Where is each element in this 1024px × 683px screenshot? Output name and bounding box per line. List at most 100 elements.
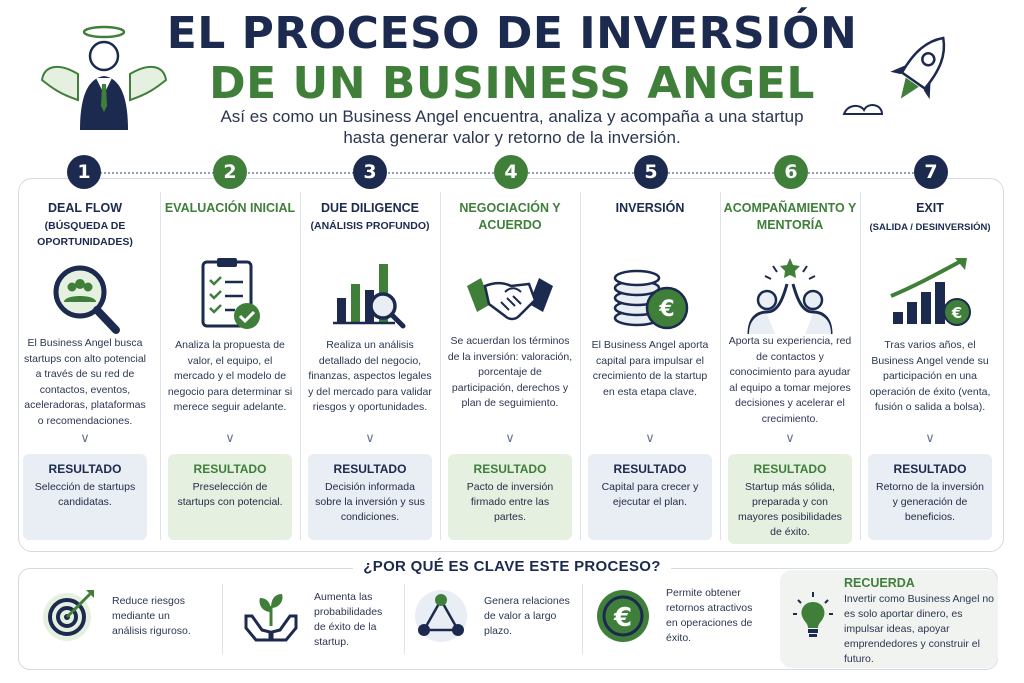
step-title: EVALUACIÓN INICIAL (164, 201, 296, 215)
step-number-5: 5 (634, 155, 668, 189)
step-result: RESULTADO Startup más sólida, preparada … (728, 454, 852, 544)
euro-coin-icon: € (597, 590, 649, 642)
angel-icon (40, 25, 168, 130)
benefit-text: Permite obtener retornos atractivos en o… (666, 587, 753, 644)
column-divider (300, 192, 301, 540)
magnifier-people-icon (53, 265, 120, 334)
result-text: Preselección de startups con potencial. (177, 481, 283, 508)
chevron-down-icon: ∨ (225, 430, 235, 445)
bar-chart-magnifier-icon (333, 264, 406, 329)
result-text: Startup más sólida, preparada y con mayo… (738, 481, 842, 538)
step-card-2: EVALUACIÓN INICIAL Analiza la propuesta … (160, 178, 300, 552)
step-number-7: 7 (914, 155, 948, 189)
step-title: DUE DILIGENCE (321, 201, 419, 215)
benefit-1: Reduce riesgos mediante un análisis rigu… (40, 580, 191, 660)
step-title: INVERSIÓN (615, 201, 685, 215)
step-card-3: DUE DILIGENCE (ANÁLISIS PROFUNDO) Realiz… (300, 178, 440, 552)
result-text: Pacto de inversión firmado entre las par… (466, 481, 554, 523)
why-title-text: ¿POR QUÉ ES CLAVE ESTE PROCESO? (353, 558, 671, 575)
column-divider (160, 192, 161, 540)
step-card-6: ACOMPAÑAMIENTO Y MENTORÍA Aporta su expe… (720, 178, 860, 552)
benefit-3: Genera relaciones de valor a largo plazo… (412, 580, 577, 660)
step-number-2: 2 (213, 155, 247, 189)
page-title-line1: EL PROCESO DE INVERSIÓN (166, 8, 858, 59)
chevron-down-icon: ∨ (925, 430, 935, 445)
rocket-icon (842, 36, 946, 115)
result-text: Capital para crecer y ejecutar el plan. (601, 481, 699, 508)
result-label: RESULTADO (473, 462, 547, 476)
reminder-title: RECUERDA (844, 576, 915, 590)
growth-chart-euro-icon: € (890, 258, 971, 326)
result-text: Selección de startups candidatas. (34, 481, 136, 508)
result-label: RESULTADO (753, 462, 827, 476)
result-label: RESULTADO (613, 462, 687, 476)
column-divider (720, 192, 721, 540)
benefit-4: € Permite obtener retornos atractivos en… (594, 580, 774, 660)
step-number-6: 6 (774, 155, 808, 189)
step-description: El Business Angel aporta capital para im… (591, 339, 709, 398)
reminder-box: RECUERDA Invertir como Business Angel no… (780, 570, 998, 668)
step-description: Se acuerdan los términos de la inversión… (447, 335, 573, 409)
why-title: ¿POR QUÉ ES CLAVE ESTE PROCESO? (0, 558, 1024, 575)
step-description: Tras varios años, el Business Angel vend… (869, 339, 991, 413)
step-subtitle: (BÚSQUEDA DE OPORTUNIDADES) (37, 220, 133, 248)
benefit-text: Reduce riesgos mediante un análisis rigu… (112, 595, 191, 637)
step-result: RESULTADO Decisión informada sobre la in… (308, 454, 432, 540)
step-title: ACOMPAÑAMIENTO Y MENTORÍA (723, 201, 857, 232)
benefit-divider (404, 584, 405, 654)
reminder-text: Invertir como Business Angel no es solo … (844, 593, 994, 665)
chevron-down-icon: ∨ (365, 430, 375, 445)
step-card-1: DEAL FLOW (BÚSQUEDA DE OPORTUNIDADES) El… (15, 178, 155, 552)
step-result: RESULTADO Selección de startups candidat… (23, 454, 147, 540)
step-title: NEGOCIACIÓN Y ACUERDO (459, 201, 561, 232)
benefit-2: Aumenta las probabilidades de éxito de l… (242, 580, 392, 660)
benefit-divider (222, 584, 223, 654)
svg-text:€: € (613, 603, 632, 633)
step-number-4: 4 (494, 155, 528, 189)
page-title-line2: DE UN BUSINESS ANGEL (209, 58, 815, 109)
benefit-text: Genera relaciones de valor a largo plazo… (484, 595, 570, 637)
network-icon (415, 590, 467, 642)
step-description: Aporta su experiencia, red de contactos … (728, 335, 852, 425)
step-card-5: INVERSIÓN € El Business Angel aporta cap… (580, 178, 720, 552)
benefit-text: Aumenta las probabilidades de éxito de l… (314, 591, 383, 648)
svg-text:€: € (951, 304, 962, 322)
result-label: RESULTADO (193, 462, 267, 476)
step-number-1: 1 (67, 155, 101, 189)
chevron-down-icon: ∨ (80, 430, 90, 445)
step-card-7: EXIT (SALIDA / DESINVERSIÓN) € Tras vari… (860, 178, 1000, 552)
chevron-down-icon: ∨ (505, 430, 515, 445)
lightbulb-icon (793, 592, 833, 637)
plant-hands-icon (244, 594, 298, 642)
result-text: Decisión informada sobre la inversión y … (315, 481, 425, 523)
step-number-3: 3 (353, 155, 387, 189)
handshake-icon (467, 278, 553, 321)
high-five-star-icon (747, 258, 833, 335)
benefit-divider (582, 584, 583, 654)
step-description: Realiza un análisis detallado del negoci… (308, 339, 432, 413)
step-description: El Business Angel busca startups con alt… (24, 337, 146, 427)
step-card-4: NEGOCIACIÓN Y ACUERDO Se acuerdan los té… (440, 178, 580, 552)
result-label: RESULTADO (893, 462, 967, 476)
target-icon (43, 590, 94, 641)
step-description: Analiza la propuesta de valor, el equipo… (167, 339, 293, 413)
chevron-down-icon: ∨ (645, 430, 655, 445)
page-subtitle: Así es como un Business Angel encuentra,… (220, 107, 804, 147)
result-label: RESULTADO (48, 462, 122, 476)
step-result: RESULTADO Retorno de la inversión y gene… (868, 454, 992, 540)
column-divider (440, 192, 441, 540)
checklist-icon (201, 258, 260, 329)
result-label: RESULTADO (333, 462, 407, 476)
coins-euro-icon: € (613, 269, 689, 330)
step-result: RESULTADO Pacto de inversión firmado ent… (448, 454, 572, 540)
result-text: Retorno de la inversión y generación de … (876, 481, 984, 523)
chevron-down-icon: ∨ (785, 430, 795, 445)
step-result: RESULTADO Capital para crecer y ejecutar… (588, 454, 712, 540)
step-title: EXIT (916, 201, 944, 215)
column-divider (860, 192, 861, 540)
step-result: RESULTADO Preselección de startups con p… (168, 454, 292, 540)
step-title: DEAL FLOW (47, 201, 123, 215)
step-subtitle: (ANÁLISIS PROFUNDO) (310, 220, 430, 232)
svg-text:€: € (658, 297, 674, 322)
column-divider (580, 192, 581, 540)
